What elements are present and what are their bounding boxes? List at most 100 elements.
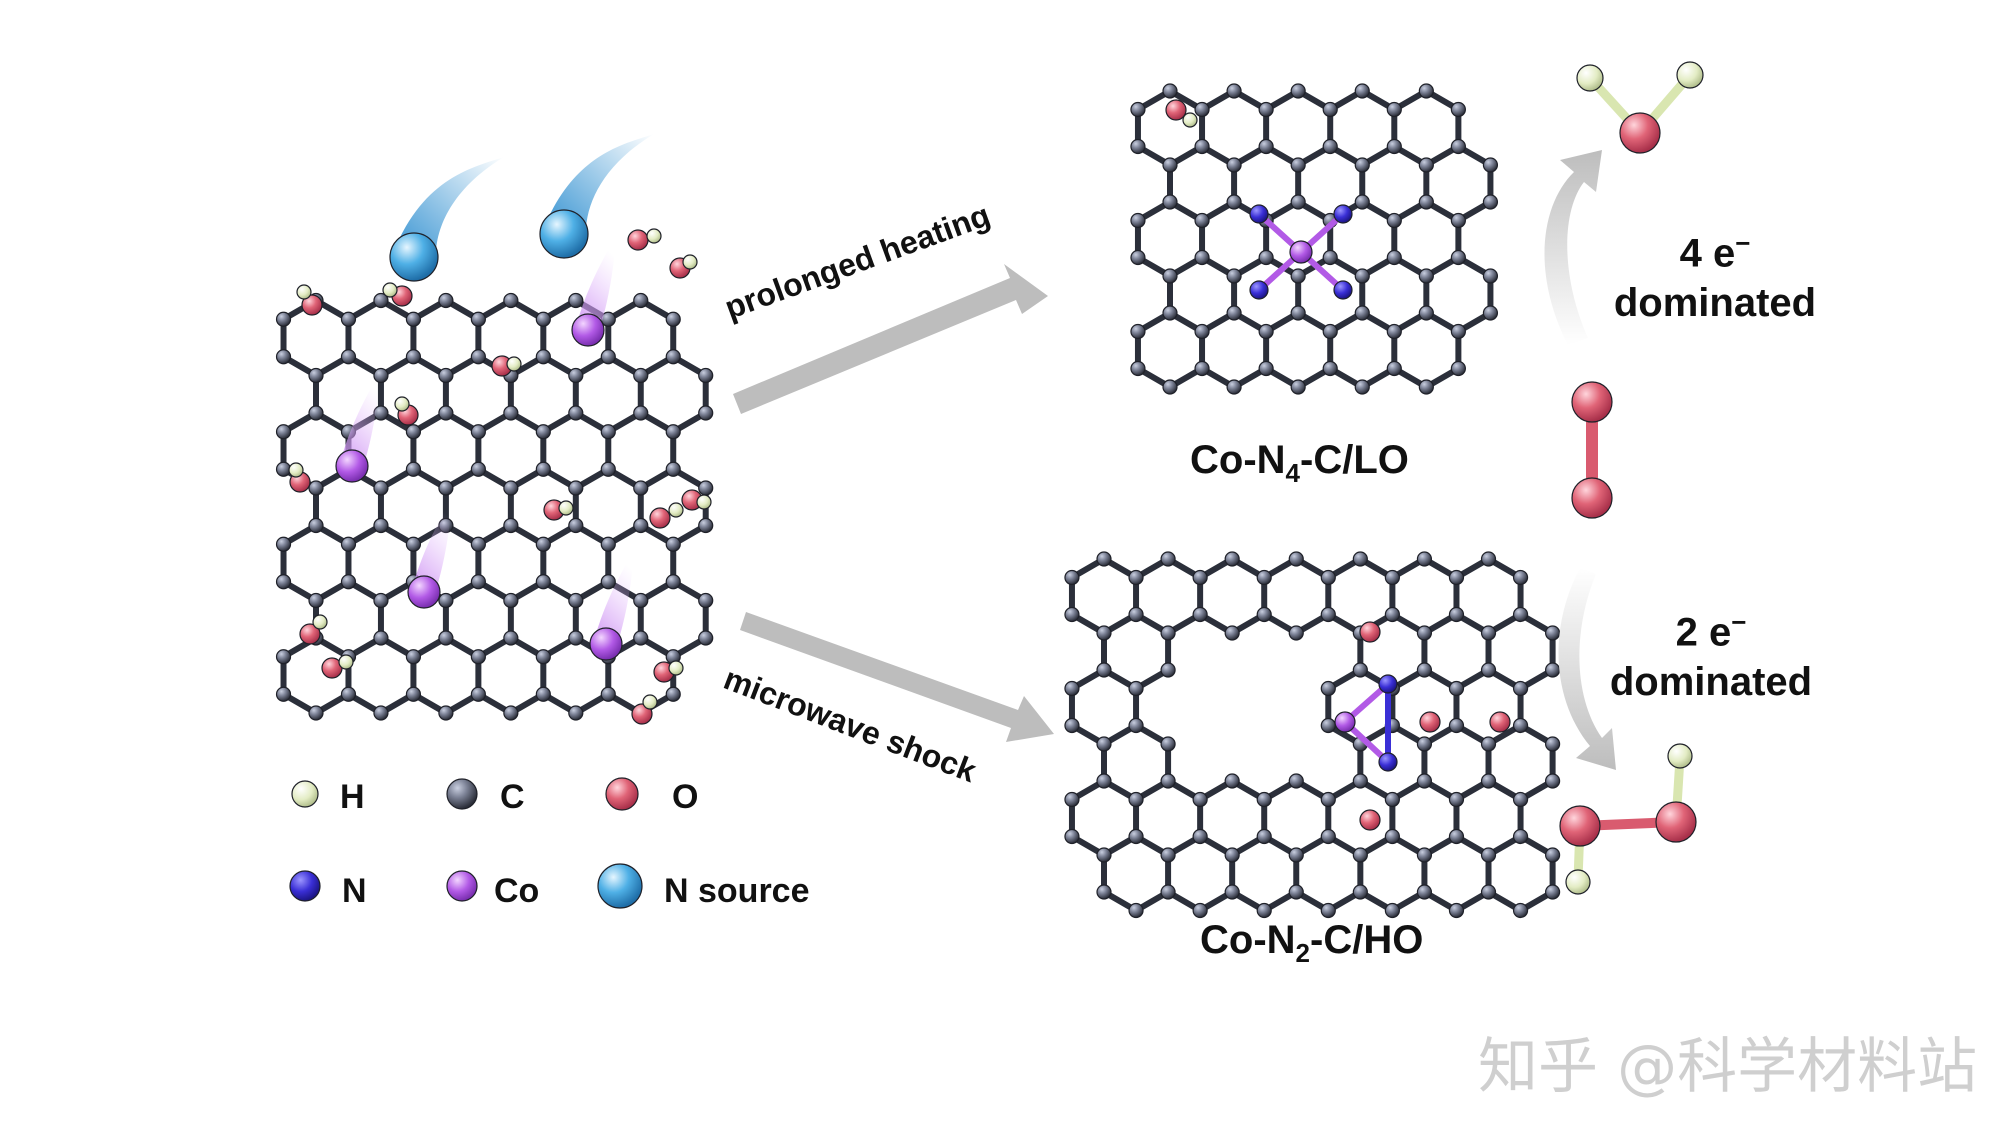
carbon-atom	[1352, 773, 1368, 789]
oxygen-atom	[301, 294, 323, 316]
product-bottom-subscript: 2	[1295, 938, 1310, 968]
legend-hydrogen-symbol	[291, 780, 319, 808]
carbon-atom	[1416, 736, 1433, 752]
carbon-atom	[698, 405, 714, 421]
cobalt-atom	[335, 449, 369, 483]
carbon-atom	[1096, 847, 1112, 863]
carbon-atom	[1096, 662, 1112, 678]
carbon-atom	[1162, 379, 1178, 395]
carbon-atom	[568, 592, 584, 609]
carbon-atom	[600, 686, 616, 702]
carbon-atom	[1288, 625, 1304, 641]
carbon-atom	[1160, 773, 1176, 789]
nitrogen-atom	[1249, 280, 1269, 300]
hydrogen-atom	[1667, 743, 1693, 769]
carbon-atom	[698, 592, 714, 609]
carbon-atom	[665, 536, 681, 552]
carbon-atom	[1352, 847, 1368, 863]
carbon-atom	[698, 480, 714, 496]
carbon-atom	[1416, 625, 1433, 641]
carbon-atom	[1448, 828, 1465, 845]
co-trail	[578, 235, 616, 328]
carbon-atom	[1482, 268, 1499, 284]
carbon-atom	[1194, 212, 1210, 229]
carbon-atom	[1128, 606, 1144, 623]
carbon-atom	[275, 649, 292, 665]
carbon-atom	[1290, 305, 1306, 321]
carbon-atom	[308, 367, 324, 384]
carbon-atom	[1386, 138, 1402, 155]
carbon-atom	[1128, 717, 1144, 734]
carbon-atom	[1545, 884, 1561, 900]
carbon-atom	[1416, 773, 1433, 789]
carbon-atom	[1322, 360, 1338, 377]
carbon-atom	[1482, 194, 1499, 210]
carbon-atom	[1160, 662, 1176, 678]
hydrogen-atom	[668, 660, 684, 676]
carbon-atom	[373, 517, 389, 534]
carbon-atom	[1192, 606, 1208, 623]
carbon-atom	[1130, 101, 1146, 118]
carbon-atom	[1512, 717, 1529, 734]
carbon-atom	[1290, 157, 1306, 173]
oxygen-atom	[649, 507, 671, 529]
carbon-atom	[1322, 101, 1338, 118]
carbon-atom	[405, 461, 422, 477]
carbon-atom	[1160, 847, 1176, 863]
carbon-atom	[1354, 157, 1370, 173]
carbon-atom	[1064, 828, 1080, 845]
n-source-sphere	[389, 232, 439, 282]
carbon-atom	[1450, 212, 1466, 229]
carbon-atom	[503, 517, 519, 534]
carbon-atom	[405, 649, 422, 665]
two-e-count: 2 e	[1675, 610, 1732, 655]
carbon-atom	[373, 592, 389, 609]
carbon-atom	[568, 405, 584, 421]
carbon-atom	[438, 592, 454, 609]
carbon-atom	[1290, 268, 1306, 284]
carbon-atom	[1450, 138, 1466, 155]
carbon-atom	[535, 349, 551, 365]
carbon-atom	[1320, 717, 1336, 734]
carbon-atom	[1162, 305, 1178, 321]
carbon-atom	[1448, 606, 1465, 623]
cobalt-atom	[1289, 240, 1313, 264]
carbon-atom	[275, 574, 292, 590]
carbon-atom	[1258, 323, 1274, 340]
carbon-atom	[633, 480, 649, 496]
carbon-atom	[1386, 249, 1402, 266]
four-electron-curved-arrow	[1544, 150, 1602, 345]
carbon-atom	[1386, 360, 1402, 377]
carbon-atom	[470, 461, 486, 477]
carbon-atom	[1384, 569, 1400, 586]
hydrogen-atom	[696, 494, 712, 510]
carbon-atom	[1162, 157, 1178, 173]
carbon-atom	[275, 686, 292, 702]
carbon-atom	[1416, 551, 1433, 567]
carbon-atom	[665, 574, 681, 590]
two-electron-curved-arrow	[1558, 568, 1616, 770]
prolonged-heating-arrow	[733, 264, 1048, 414]
carbon-atom	[1064, 569, 1080, 586]
carbon-atom	[340, 536, 357, 552]
hydrogen-atom	[1182, 112, 1198, 128]
cobalt-atom	[589, 627, 623, 661]
carbon-atom	[1288, 773, 1304, 789]
carbon-atom	[1512, 569, 1529, 586]
carbon-atom	[1256, 606, 1272, 623]
oxygen-atom	[1571, 477, 1613, 519]
nitrogen-atom	[1333, 204, 1353, 224]
co-n2-holey-lattice	[1064, 551, 1561, 919]
carbon-atom	[1354, 194, 1370, 210]
carbon-atom	[698, 630, 714, 646]
carbon-atom	[1258, 101, 1274, 118]
carbon-atom	[1130, 249, 1146, 266]
carbon-atom	[438, 480, 454, 496]
carbon-atom	[1480, 773, 1497, 789]
carbon-atom	[1354, 268, 1370, 284]
carbon-atom	[1162, 268, 1178, 284]
carbon-atom	[1448, 569, 1465, 586]
product-top-prefix: Co-N	[1190, 438, 1286, 482]
carbon-atom	[633, 367, 649, 384]
nitrogen-atom	[1249, 204, 1269, 224]
